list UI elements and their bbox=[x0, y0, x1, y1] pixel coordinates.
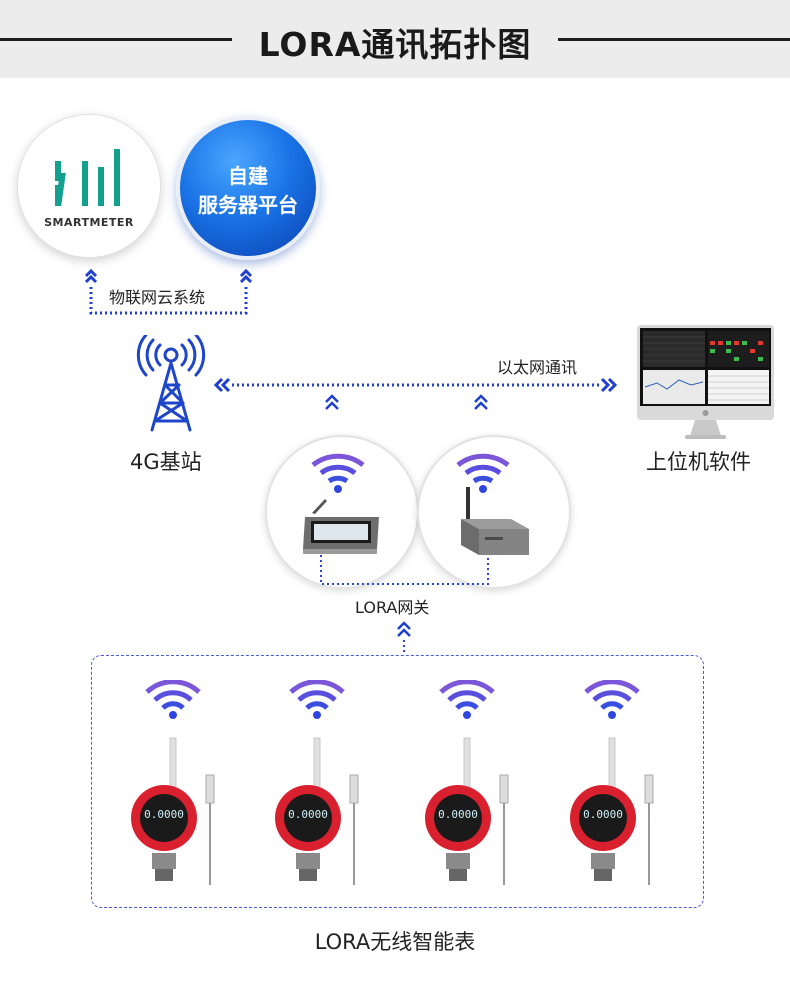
up-chevron-icon bbox=[325, 394, 339, 410]
base-station-label: 4G基站 bbox=[130, 450, 202, 474]
meter-reading: 0.0000 bbox=[438, 808, 478, 821]
wireless-meter: 0.0000 bbox=[264, 680, 374, 890]
wireless-meter: 0.0000 bbox=[120, 680, 230, 890]
cloud-system-label: 物联网云系统 bbox=[109, 288, 206, 307]
up-chevron-icon bbox=[239, 268, 253, 278]
left-chevron-icon bbox=[213, 377, 224, 393]
wireless-meter: 0.0000 bbox=[414, 680, 524, 890]
right-chevron-icon bbox=[607, 377, 618, 393]
lora-gateway-display-device bbox=[303, 499, 379, 554]
up-chevron-icon bbox=[84, 268, 98, 278]
gateway-box-circle bbox=[417, 435, 571, 589]
lora-gateway-box-device bbox=[461, 487, 529, 555]
gateway-connector bbox=[320, 555, 489, 585]
smartmeter-logo-text: SMARTMETER bbox=[44, 216, 134, 229]
cloud-connector bbox=[84, 268, 253, 315]
wireless-meter: 0.0000 bbox=[559, 680, 669, 890]
wifi-icon bbox=[311, 453, 365, 493]
wifi-icon bbox=[456, 453, 510, 493]
wifi-icon bbox=[145, 680, 201, 719]
server-label-line1: 自建 bbox=[228, 164, 268, 188]
up-chevron-icon bbox=[474, 394, 488, 410]
title-bar: LORA通讯拓扑图 bbox=[0, 0, 790, 78]
title-rule-right bbox=[558, 38, 790, 41]
title-rule-left bbox=[0, 38, 232, 41]
server-platform-label: 自建 服务器平台 bbox=[180, 162, 316, 220]
wifi-icon bbox=[439, 680, 495, 719]
pc-software-label: 上位机软件 bbox=[646, 450, 751, 474]
wifi-icon bbox=[584, 680, 640, 719]
ethernet-label: 以太网通讯 bbox=[497, 358, 578, 377]
smartmeter-logo-circle: SMARTMETER bbox=[17, 114, 161, 258]
gateway-display-circle bbox=[265, 435, 419, 589]
meters-group bbox=[91, 655, 704, 908]
meter-reading: 0.0000 bbox=[583, 808, 623, 821]
smartmeter-logo-icon bbox=[55, 149, 120, 206]
monitor-icon bbox=[637, 325, 774, 439]
server-platform-circle: 自建 服务器平台 bbox=[176, 116, 320, 260]
server-label-line2: 服务器平台 bbox=[198, 193, 298, 217]
page-title: LORA通讯拓扑图 bbox=[258, 25, 532, 64]
gateway-label: LORA网关 bbox=[355, 598, 430, 617]
wifi-icon bbox=[289, 680, 345, 719]
meters-label: LORA无线智能表 bbox=[314, 930, 476, 954]
up-chevron-icon bbox=[397, 621, 411, 655]
meter-reading: 0.0000 bbox=[288, 808, 328, 821]
cell-tower-icon bbox=[136, 335, 206, 432]
ethernet-line bbox=[213, 377, 618, 393]
meter-reading: 0.0000 bbox=[144, 808, 184, 821]
